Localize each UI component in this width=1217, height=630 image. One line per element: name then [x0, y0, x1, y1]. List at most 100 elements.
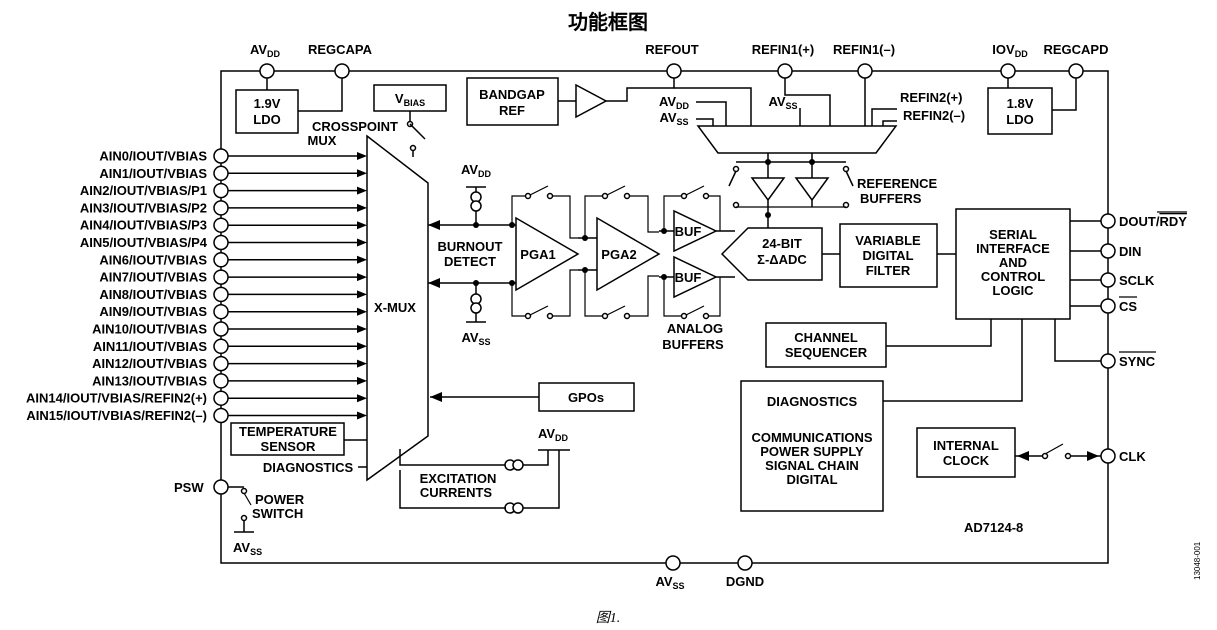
svg-text:ANALOG: ANALOG	[667, 321, 723, 336]
ain-pin: AIN6/IOUT/VBIAS	[99, 252, 367, 268]
ain-arrow	[357, 186, 367, 195]
ain-pin: AIN4/IOUT/VBIAS/P3	[80, 217, 367, 233]
ain-arrow	[357, 325, 367, 333]
ain-label: AIN8/IOUT/VBIAS	[99, 287, 207, 302]
reference-buffers: REFERENCE BUFFERS	[728, 153, 938, 228]
svg-text:FILTER: FILTER	[866, 263, 911, 278]
analog-input-pins: AIN0/IOUT/VBIAS AIN1/IOUT/VBIAS AIN2/IOUT/…	[26, 148, 367, 424]
svg-text:IOVDD: IOVDD	[992, 42, 1028, 59]
ain-arrow	[357, 152, 367, 160]
svg-text:CURRENTS: CURRENTS	[420, 485, 493, 500]
ain-label: AIN7/IOUT/VBIAS	[99, 270, 207, 285]
svg-text:VARIABLE: VARIABLE	[855, 233, 921, 248]
crosspoint-label-1: CROSSPOINT	[312, 119, 398, 134]
svg-text:GPOs: GPOs	[568, 390, 604, 405]
ain-pin: AIN10/IOUT/VBIAS	[92, 321, 367, 337]
ain-pin-circle	[213, 217, 229, 233]
svg-text:REF: REF	[499, 103, 525, 118]
ain-pin: AIN5/IOUT/VBIAS/P4	[80, 234, 367, 251]
ain-arrow	[357, 411, 367, 420]
svg-text:AVSS: AVSS	[659, 110, 688, 127]
ain-label: AIN2/IOUT/VBIAS/P1	[80, 183, 207, 198]
ain-pin-circle	[213, 321, 229, 337]
side-code: 13048-001	[1193, 541, 1202, 580]
ain-pin-circle	[213, 165, 229, 182]
ain-pin-circle	[213, 303, 229, 320]
svg-text:BUFFERS: BUFFERS	[860, 191, 922, 206]
svg-text:PGA1: PGA1	[520, 247, 555, 262]
pga-chain: PGA1 PGA2 BUF BUF	[509, 185, 735, 352]
ain-pin-circle	[213, 269, 229, 285]
ain-pin-circle	[213, 200, 229, 216]
ain-pin-circle	[213, 355, 229, 372]
ain-label: AIN0/IOUT/VBIAS	[99, 149, 207, 164]
gpos: GPOs	[430, 382, 635, 412]
ain-arrow	[357, 376, 367, 385]
ain-pin: AIN0/IOUT/VBIAS	[99, 148, 367, 164]
pin-dout-rdy: DOUT/RDY	[1100, 211, 1187, 229]
svg-text:BURNOUT: BURNOUT	[438, 239, 503, 254]
ain-pin-circle	[213, 407, 229, 424]
svg-text:SIGNAL CHAIN: SIGNAL CHAIN	[765, 458, 859, 473]
diagram-title: 功能框图	[568, 10, 648, 34]
svg-text:AVSS: AVSS	[655, 574, 684, 591]
ain-arrow	[357, 273, 367, 282]
svg-text:DOUT/RDY: DOUT/RDY	[1119, 214, 1187, 229]
pin-refin1-plus: REFIN1(+)	[752, 42, 814, 79]
ain-arrow	[357, 238, 367, 247]
pin-regcapd: REGCAPD	[1043, 42, 1109, 79]
x-mux: X-MUX	[366, 134, 429, 482]
ain-arrow	[357, 290, 367, 299]
svg-text:PGA2: PGA2	[601, 247, 636, 262]
svg-text:1.9V: 1.9V	[254, 96, 281, 111]
ain-pin-circle	[213, 182, 229, 199]
svg-text:DIGITAL: DIGITAL	[786, 472, 837, 487]
ain-arrow	[357, 203, 367, 212]
svg-text:REFIN2(–): REFIN2(–)	[903, 108, 965, 123]
ain-arrow	[357, 394, 367, 403]
svg-text:SCLK: SCLK	[1119, 273, 1155, 288]
ain-pin-circle	[213, 252, 229, 268]
pin-avdd-top: AVDD	[250, 42, 281, 79]
pin-iovdd: IOVDD	[992, 42, 1028, 79]
ain-pin-circle	[213, 286, 229, 303]
ain-label: AIN4/IOUT/VBIAS/P3	[80, 218, 207, 233]
serial-interface: SERIAL INTERFACE AND CONTROL LOGIC	[955, 208, 1101, 362]
ain-arrow	[357, 255, 367, 264]
reference-mux: AVDD AVSS AVSS REFIN2(+) REFIN2(–)	[659, 78, 965, 154]
svg-text:REFIN1(+): REFIN1(+)	[752, 42, 814, 57]
pin-din: DIN	[1100, 243, 1141, 259]
svg-text:DETECT: DETECT	[444, 254, 496, 269]
ain-label: AIN9/IOUT/VBIAS	[99, 304, 207, 319]
ain-pin-circle	[213, 338, 229, 355]
svg-text:SYNC: SYNC	[1119, 354, 1156, 369]
ain-label: AIN15/IOUT/VBIAS/REFIN2(–)	[26, 408, 207, 423]
svg-text:CONTROL: CONTROL	[981, 269, 1045, 284]
svg-text:BUF: BUF	[675, 270, 702, 285]
ain-pin: AIN15/IOUT/VBIAS/REFIN2(–)	[26, 407, 367, 424]
vbias-block: VBIAS	[373, 84, 447, 157]
svg-text:EXCITATION: EXCITATION	[420, 471, 497, 486]
ain-pin: AIN1/IOUT/VBIAS	[99, 165, 367, 182]
svg-text:VBIAS: VBIAS	[395, 91, 425, 108]
svg-text:POWER SUPPLY: POWER SUPPLY	[760, 444, 864, 459]
pin-avss-bottom: AVSS	[655, 555, 685, 591]
ain-arrow	[357, 359, 367, 368]
excitation-currents: EXCITATION CURRENTS AVDD	[399, 426, 570, 514]
svg-text:REGCAPD: REGCAPD	[1043, 42, 1108, 57]
svg-text:AND: AND	[999, 255, 1027, 270]
internal-clock: INTERNAL CLOCK	[916, 427, 1101, 478]
ldo-1v8: 1.8V LDO	[987, 78, 1077, 135]
svg-text:SENSOR: SENSOR	[261, 439, 317, 454]
svg-text:AVSS: AVSS	[233, 540, 262, 557]
ain-pin: AIN2/IOUT/VBIAS/P1	[80, 182, 367, 199]
svg-text:CS: CS	[1119, 299, 1137, 314]
pin-refin1-minus: REFIN1(–)	[833, 42, 895, 79]
svg-text:Σ-ΔADC: Σ-ΔADC	[757, 252, 807, 267]
svg-text:LDO: LDO	[1006, 112, 1033, 127]
ain-pin: AIN11/IOUT/VBIAS	[93, 338, 367, 355]
svg-text:AVDD: AVDD	[538, 426, 569, 443]
ain-label: AIN1/IOUT/VBIAS	[99, 166, 207, 181]
svg-text:CHANNEL: CHANNEL	[794, 330, 858, 345]
svg-text:REFOUT: REFOUT	[645, 42, 699, 57]
